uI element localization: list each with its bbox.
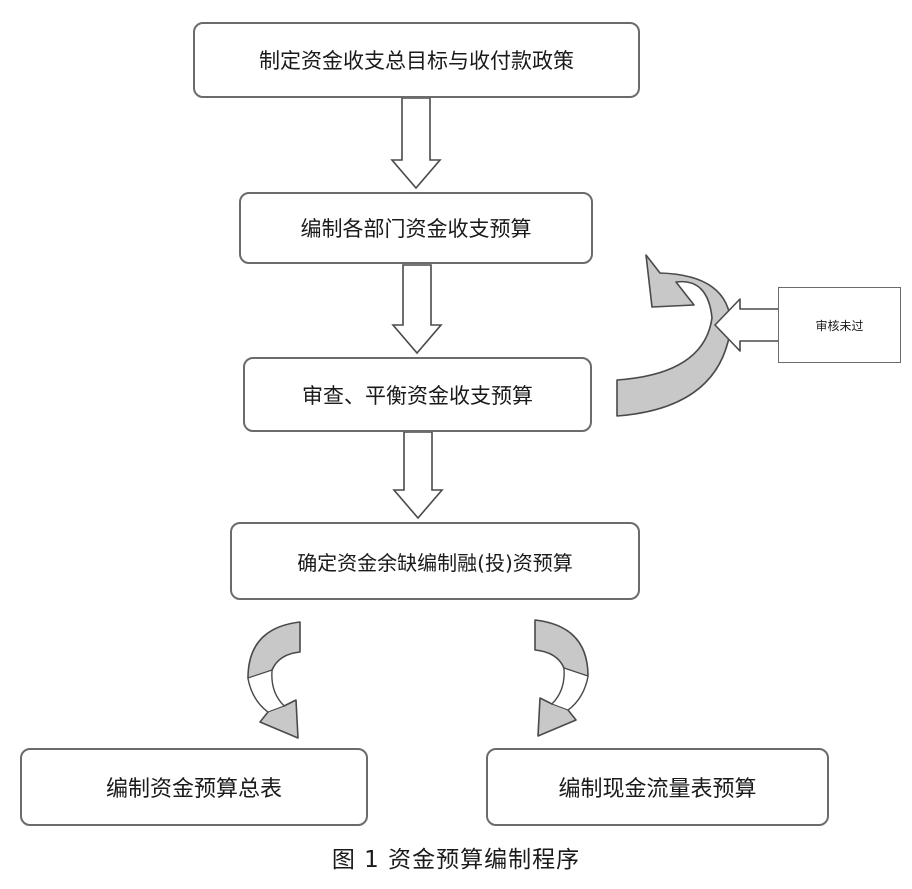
figure-caption: 图 1 资金预算编制程序 <box>331 847 581 873</box>
loop-back-arrow <box>616 254 732 417</box>
step-box-3: 审查、平衡资金收支预算 <box>243 357 592 432</box>
curved-arrow-right-band <box>551 667 589 711</box>
curved-arrow-left <box>247 621 301 739</box>
curved-arrow-right <box>534 619 589 737</box>
down-arrow-2 <box>391 264 443 355</box>
loop-note-box: 审核未过 <box>778 287 901 363</box>
step-box-2: 编制各部门资金收支预算 <box>239 192 593 264</box>
step-box-4: 确定资金余缺编制融(投)资预算 <box>230 522 640 600</box>
step-box-5: 编制资金预算总表 <box>20 748 368 826</box>
down-arrow-1 <box>390 97 442 190</box>
note-arrow <box>714 298 778 352</box>
step-box-1: 制定资金收支总目标与收付款政策 <box>193 22 640 98</box>
down-arrow-3 <box>392 431 444 520</box>
curved-arrow-left-band <box>247 669 285 713</box>
step-box-6: 编制现金流量表预算 <box>486 748 829 826</box>
